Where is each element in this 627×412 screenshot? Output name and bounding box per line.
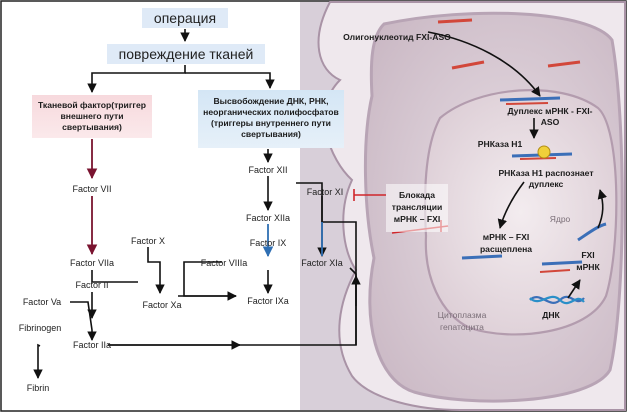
cascade-labels: операция повреждение тканей Тканевой фак… [19, 10, 344, 393]
tissue-damage-label: повреждение тканей [119, 46, 254, 62]
tissue-factor-line1: Тканевой фактор(триггер [38, 100, 146, 110]
surgery-label: операция [154, 10, 216, 26]
factor-xi-label: Factor XI [307, 187, 344, 197]
factor-xiia-label: Factor XIIa [246, 213, 290, 223]
release-line4: свертывания) [241, 129, 301, 139]
factor-va-label: Factor Va [23, 297, 61, 307]
cytoplasm-line2: гепатоцита [440, 322, 484, 332]
block-line1: Блокада [399, 190, 435, 200]
arrow-recog-to-cleaved [497, 181, 525, 229]
nucleus [423, 89, 618, 336]
cell-labels: Олигонуклеотид FXI-ASO Дуплекс мРНК - FX… [343, 32, 600, 332]
tissue-factor-line3: свертывания) [62, 122, 122, 132]
duplex-line1: Дуплекс мРНК - FXI- [507, 106, 592, 116]
release-box [198, 90, 344, 148]
rnase-recog-line2: дуплекс [529, 179, 564, 189]
mrna-strand-duplex [499, 96, 561, 102]
release-line3: (триггеры внутреннего пути [211, 118, 331, 128]
factor-iia-label: Factor IIa [73, 340, 111, 350]
factor-xa-label: Factor Xa [142, 300, 181, 310]
factor-x-label: Factor X [131, 236, 165, 246]
aso-in-duplex [505, 102, 549, 105]
arrow-dna-to-mrna [567, 279, 581, 299]
aso-in-rnase [519, 157, 557, 160]
tissue-factor-box [32, 95, 152, 138]
coagulation-cascade [32, 8, 449, 379]
arrow-mrna-up [597, 189, 607, 229]
block-line2: трансляции [392, 202, 443, 212]
release-line2: неорганических полифосфатов [203, 107, 339, 117]
tissue-factor-line2: внешнего пути [60, 111, 123, 121]
fxi-mrna-line2: мРНК [576, 262, 600, 272]
aso-recycled [539, 269, 571, 273]
aso-strand-2 [451, 60, 485, 70]
factor-viiia-label: Factor VIIIa [201, 258, 248, 268]
fibrin-label: Fibrin [27, 383, 50, 393]
aso-label: Олигонуклеотид FXI-ASO [343, 32, 451, 42]
dna-icon [529, 295, 585, 305]
fxi-mrna-strand [577, 222, 607, 242]
factor-vii-label: Factor VII [72, 184, 111, 194]
nucleus-label: Ядро [550, 214, 571, 224]
factor-ix-label: Factor IX [250, 238, 287, 248]
fxi-mrna-line1: FXI [581, 250, 594, 260]
cleaved-line2: расщеплена [480, 244, 532, 254]
rnase-label: РНКаза Н1 [478, 139, 523, 149]
factor-xii-label: Factor XII [248, 165, 287, 175]
dna-label: ДНК [542, 310, 560, 320]
aso-strand-top [437, 18, 473, 24]
factor-ixa-label: Factor IXa [247, 296, 289, 306]
tissue-damage-box [107, 44, 265, 64]
factor-viia-label: Factor VIIa [70, 258, 114, 268]
surgery-box [142, 8, 228, 28]
duplex-line2: ASO [541, 117, 560, 127]
rnase-recog-line1: РНКаза Н1 распознает [498, 168, 593, 178]
release-line1: Высвобождение ДНК, РНК, [213, 96, 328, 106]
cleaved-right [541, 260, 583, 266]
factor-xia-label: Factor XIa [301, 258, 343, 268]
rnase-icon [537, 145, 551, 159]
aso-strand-3 [547, 60, 581, 68]
cleaved-left [461, 254, 503, 260]
block-line3: мРНК – FXI [394, 214, 440, 224]
arrow-aso-to-duplex [427, 31, 541, 97]
hepatocyte-illustration [300, 1, 626, 411]
cytoplasm-line1: Цитоплазма [438, 310, 487, 320]
factor-ii-label: Factor II [75, 280, 108, 290]
block-label: Блокада трансляции мРНК – FXI [386, 184, 448, 232]
fibrinogen-label: Fibrinogen [19, 323, 62, 333]
cleaved-line1: мРНК – FXI [483, 232, 529, 242]
